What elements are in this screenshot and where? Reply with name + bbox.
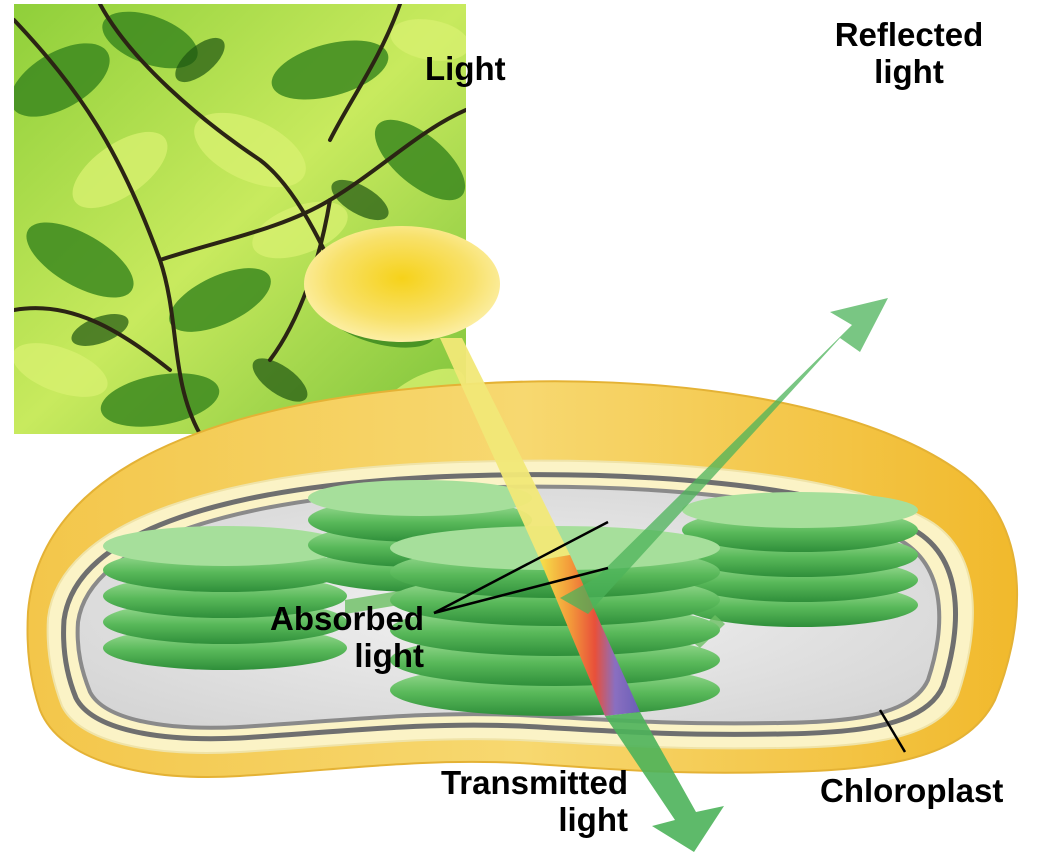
transmitted-light-label: Transmitted light	[400, 764, 628, 838]
reflected-light-label: Reflected light	[820, 16, 998, 90]
chloroplast-label: Chloroplast	[820, 772, 1003, 809]
absorbed-label-line2: light	[232, 637, 424, 674]
granum-right	[682, 492, 918, 627]
absorbed-label-line1: Absorbed	[232, 600, 424, 637]
leaf-photo	[0, 0, 478, 444]
reflected-label-line2: light	[820, 53, 998, 90]
light-label: Light	[425, 50, 506, 87]
transmitted-label-line1: Transmitted	[400, 764, 628, 801]
absorbed-light-label: Absorbed light	[232, 600, 424, 674]
reflected-label-line1: Reflected	[820, 16, 998, 53]
light-source	[304, 226, 500, 342]
transmitted-label-line2: light	[400, 801, 628, 838]
